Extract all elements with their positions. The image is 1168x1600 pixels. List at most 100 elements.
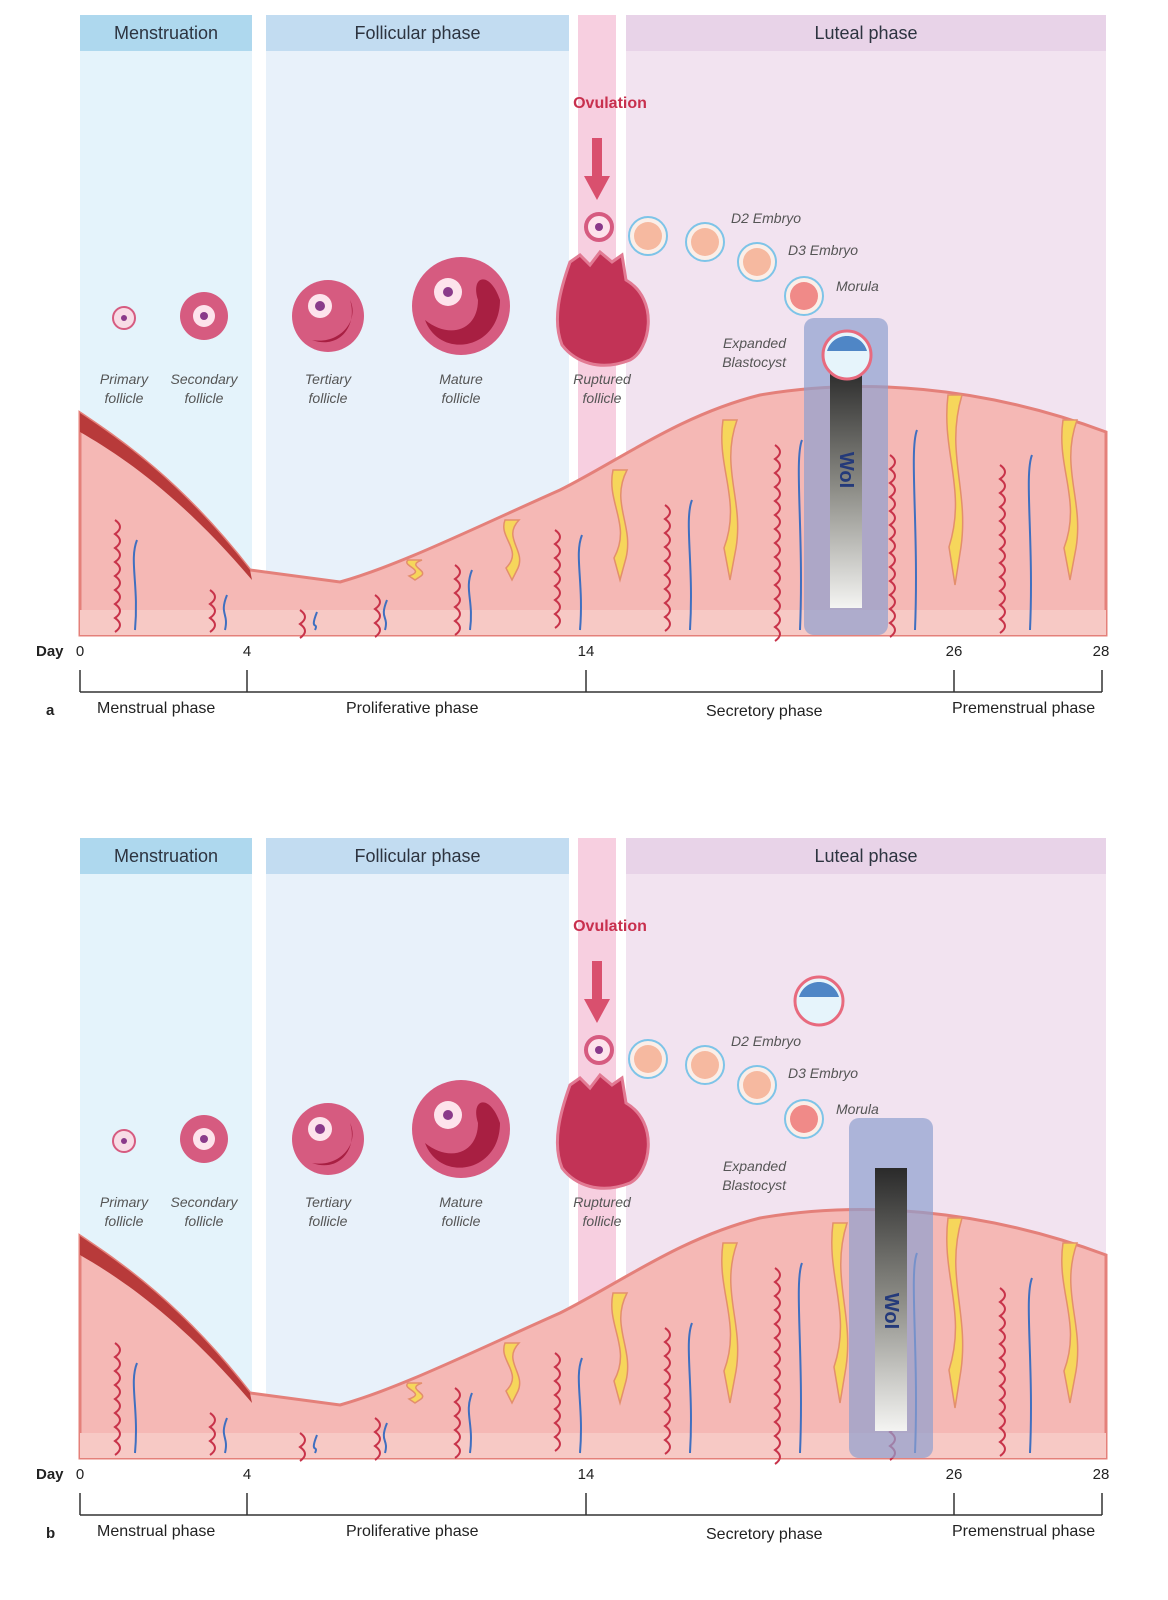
vein bbox=[312, 611, 318, 631]
released-oocyte-nucleus bbox=[595, 1046, 603, 1054]
vein bbox=[687, 499, 693, 631]
ovulation-arrow-shaft bbox=[592, 961, 602, 999]
morula-embryo-cells bbox=[790, 282, 818, 310]
uterine-gland bbox=[611, 469, 629, 583]
proliferative-phase-label: Proliferative phase bbox=[346, 700, 479, 717]
vein bbox=[1027, 1277, 1033, 1454]
panel-letter: a bbox=[46, 702, 55, 719]
basal-layer bbox=[80, 1433, 1106, 1458]
shedding-layer bbox=[80, 413, 252, 580]
proliferative-phase-label: Proliferative phase bbox=[346, 1523, 479, 1540]
spiral-artery bbox=[373, 594, 381, 638]
d3-embryo-cells bbox=[691, 1051, 719, 1079]
tertiary-oocyte bbox=[315, 1124, 325, 1134]
tertiary-follicle bbox=[292, 280, 364, 352]
day-label: Day bbox=[36, 1466, 64, 1483]
spiral-artery bbox=[208, 1412, 216, 1456]
vein bbox=[132, 1362, 138, 1454]
header-menstruation: Menstruation bbox=[113, 846, 219, 866]
ovulation-arrow-shaft bbox=[592, 138, 602, 176]
tick-day-28: 28 bbox=[1092, 643, 1110, 660]
spiral-artery bbox=[998, 464, 1006, 634]
primary-follicle-oocyte bbox=[121, 315, 127, 321]
vein bbox=[222, 1417, 228, 1454]
ruptured-follicle bbox=[555, 249, 650, 367]
spiral-artery bbox=[113, 1342, 121, 1456]
mature-antrum bbox=[425, 279, 500, 345]
tertiary-oocyte bbox=[315, 301, 325, 311]
spiral-artery bbox=[298, 1432, 306, 1462]
vein bbox=[312, 1434, 318, 1454]
header-luteal-phase: Luteal phase bbox=[814, 23, 918, 43]
vein bbox=[577, 1357, 583, 1454]
secondary-follicle-oocyte bbox=[200, 312, 208, 320]
premenstrual-phase-label: Premenstrual phase bbox=[952, 700, 1096, 717]
spiral-artery bbox=[663, 1327, 671, 1455]
menstrual-phase-label: Menstrual phase bbox=[97, 700, 216, 717]
vein bbox=[222, 594, 228, 631]
day-label: Day bbox=[36, 643, 64, 660]
ovulation-label: Ovulation bbox=[573, 95, 647, 112]
spiral-artery bbox=[113, 519, 121, 633]
vein bbox=[467, 1392, 473, 1454]
d2-embryo-cells bbox=[634, 1045, 662, 1073]
vein bbox=[797, 439, 803, 631]
uterine-gland bbox=[503, 1342, 521, 1405]
menstruation-header-bg bbox=[80, 15, 252, 51]
secretory-phase-label: Secretory phase bbox=[706, 1526, 823, 1543]
d3-embryo-b-cells bbox=[743, 1071, 771, 1099]
uterine-gland bbox=[831, 1222, 849, 1404]
panel-b: Menstruation Follicular phase Luteal pha… bbox=[0, 823, 1168, 1583]
spiral-artery bbox=[553, 529, 561, 629]
uterine-gland bbox=[1061, 1242, 1079, 1404]
wol-label: WoI bbox=[835, 451, 857, 489]
vein bbox=[577, 534, 583, 631]
vein bbox=[912, 429, 918, 631]
tick-day-28: 28 bbox=[1092, 1466, 1110, 1483]
tick-day-14: 14 bbox=[577, 643, 595, 660]
spiral-artery bbox=[998, 1287, 1006, 1457]
luteal-header-bg bbox=[626, 15, 1106, 51]
premenstrual-phase-label: Premenstrual phase bbox=[952, 1523, 1096, 1540]
uterine-gland bbox=[946, 394, 964, 586]
panel-a: Menstruation Follicular phase Luteal pha… bbox=[0, 0, 1168, 760]
vein bbox=[1027, 454, 1033, 631]
shedding-layer bbox=[80, 1236, 252, 1403]
spiral-artery bbox=[888, 454, 896, 638]
d3-embryo-cells bbox=[691, 228, 719, 256]
uterine-gland bbox=[721, 1242, 739, 1404]
vein bbox=[467, 569, 473, 631]
spiral-artery bbox=[453, 564, 461, 636]
spiral-artery bbox=[298, 609, 306, 639]
ovulation-arrow-head bbox=[584, 999, 610, 1023]
header-follicular-phase: Follicular phase bbox=[354, 846, 481, 866]
uterine-gland bbox=[406, 559, 424, 581]
tertiary-follicle bbox=[292, 1103, 364, 1175]
uterine-gland bbox=[946, 1217, 964, 1409]
follicular-header-bg bbox=[266, 15, 569, 51]
d2-embryo-label: D2 Embryo bbox=[731, 210, 802, 226]
uterine-gland bbox=[611, 1292, 629, 1406]
spiral-artery bbox=[773, 1267, 781, 1465]
tick-day-4: 4 bbox=[242, 1466, 252, 1483]
ovulation-arrow-head bbox=[584, 176, 610, 200]
secretory-phase-label: Secretory phase bbox=[706, 703, 823, 720]
morula-embryo-cells bbox=[790, 1105, 818, 1133]
d3-embryo-label: D3 Embryo bbox=[788, 242, 859, 258]
d2-embryo-cells bbox=[634, 222, 662, 250]
blastocyst-inner-cell-mass bbox=[827, 336, 867, 351]
spiral-artery bbox=[373, 1417, 381, 1461]
vein bbox=[797, 1262, 803, 1454]
tick-day-26: 26 bbox=[945, 643, 963, 660]
header-luteal-phase: Luteal phase bbox=[814, 846, 918, 866]
primary-follicle-oocyte bbox=[121, 1138, 127, 1144]
